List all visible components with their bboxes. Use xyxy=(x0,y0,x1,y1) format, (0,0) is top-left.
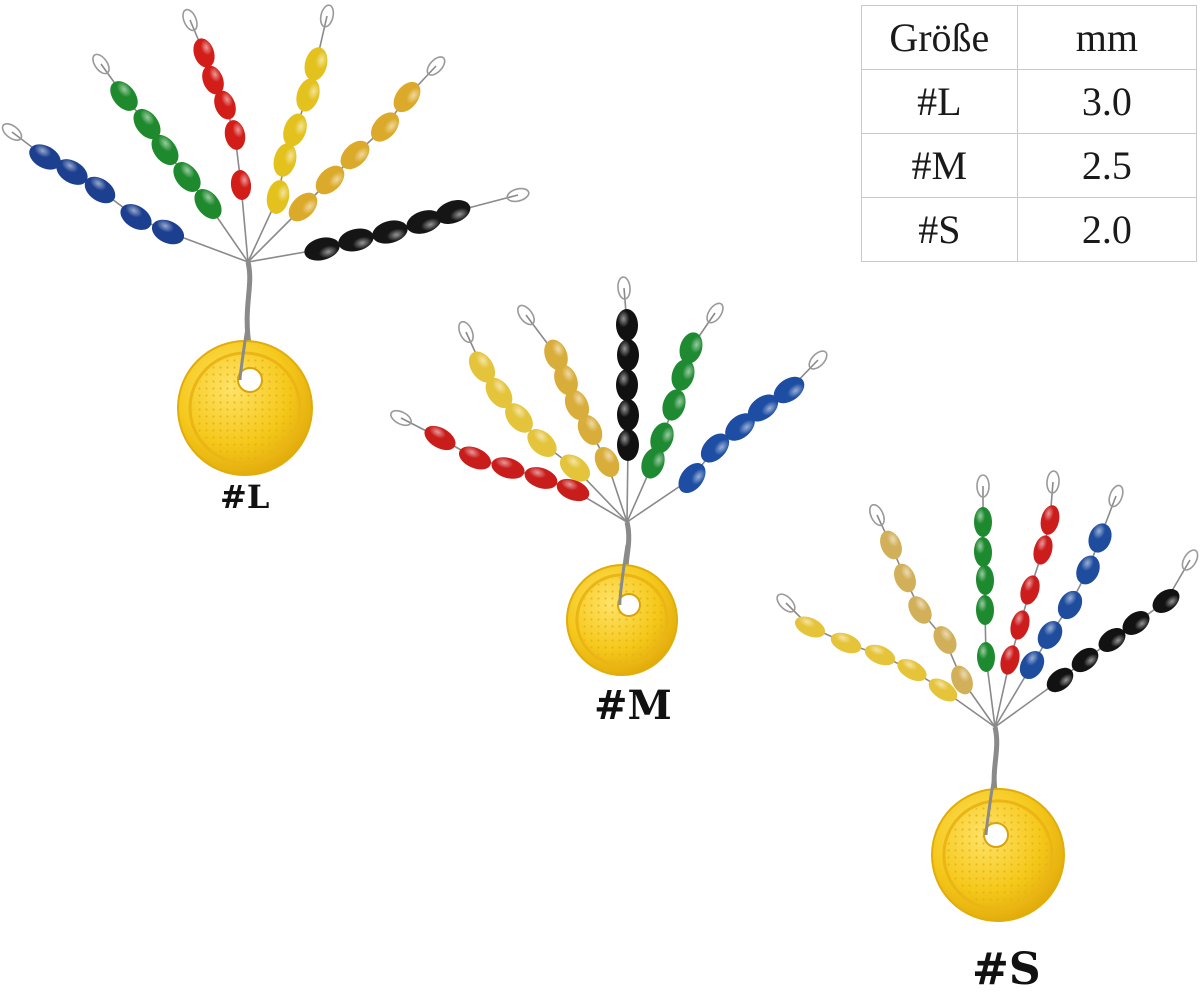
bead-strand xyxy=(626,350,828,523)
wire-loop xyxy=(390,409,412,427)
bead-strand xyxy=(92,53,249,263)
wire-loop xyxy=(506,187,530,203)
table-row: #L 3.0 xyxy=(861,69,1198,134)
mm-cell: 2.0 xyxy=(1016,197,1198,262)
bead-strand xyxy=(994,484,1124,728)
bead-strand xyxy=(247,56,446,263)
header-mm: mm xyxy=(1016,5,1198,70)
bead-strand xyxy=(1,123,249,263)
bead-strand xyxy=(458,320,628,523)
wire-loop xyxy=(706,302,724,324)
wire-loop xyxy=(426,56,446,76)
wire-loop xyxy=(776,593,796,613)
wire-loop xyxy=(1181,549,1199,571)
bead-strand xyxy=(626,302,724,523)
wire-loop xyxy=(1108,484,1124,508)
size-cell: #S xyxy=(861,197,1018,262)
bead-strand xyxy=(247,187,530,263)
header-size: Größe xyxy=(861,5,1018,70)
wire-loop xyxy=(1046,470,1060,494)
size-label-medium: #M xyxy=(594,682,672,729)
stopper-group-small xyxy=(776,470,1199,922)
float-stop-disc xyxy=(566,544,678,676)
bead-strand xyxy=(247,4,335,263)
float-stop-disc xyxy=(177,320,313,476)
size-cell: #M xyxy=(861,133,1018,198)
bead-strand xyxy=(994,549,1199,728)
bead-strand xyxy=(182,8,252,263)
wire-loop xyxy=(458,320,474,344)
bead-strand xyxy=(973,474,996,728)
bead-strand xyxy=(776,593,996,728)
float-stop-disc xyxy=(931,768,1065,922)
bead-strand xyxy=(869,503,996,728)
table-row: #S 2.0 xyxy=(861,197,1198,262)
twisted-wire xyxy=(244,261,253,352)
size-label-large: #L xyxy=(220,478,270,516)
size-cell: #L xyxy=(861,69,1018,134)
table-header-row: Größe mm xyxy=(861,5,1198,70)
stopper-group-large xyxy=(1,4,530,476)
wire-loop xyxy=(869,503,885,527)
bead-strand xyxy=(994,470,1060,728)
wire-loop xyxy=(617,276,631,300)
wire-loop xyxy=(92,53,110,75)
wire-loop xyxy=(182,8,198,32)
bead-strand xyxy=(517,304,628,523)
stopper-group-medium xyxy=(390,276,828,676)
bead-strand xyxy=(390,409,628,523)
bead-strand xyxy=(615,276,640,523)
wire-loop xyxy=(517,304,535,326)
wire-loop xyxy=(1,123,23,141)
mm-cell: 3.0 xyxy=(1016,69,1198,134)
size-table: Größe mm #L 3.0 #M 2.5 #S 2.0 xyxy=(861,5,1198,262)
wire-loop xyxy=(808,350,828,370)
table-row: #M 2.5 xyxy=(861,133,1198,198)
wire-loop xyxy=(319,4,335,28)
wire-loop xyxy=(976,474,990,498)
mm-cell: 2.5 xyxy=(1016,133,1198,198)
size-label-small: #S xyxy=(972,944,1041,995)
